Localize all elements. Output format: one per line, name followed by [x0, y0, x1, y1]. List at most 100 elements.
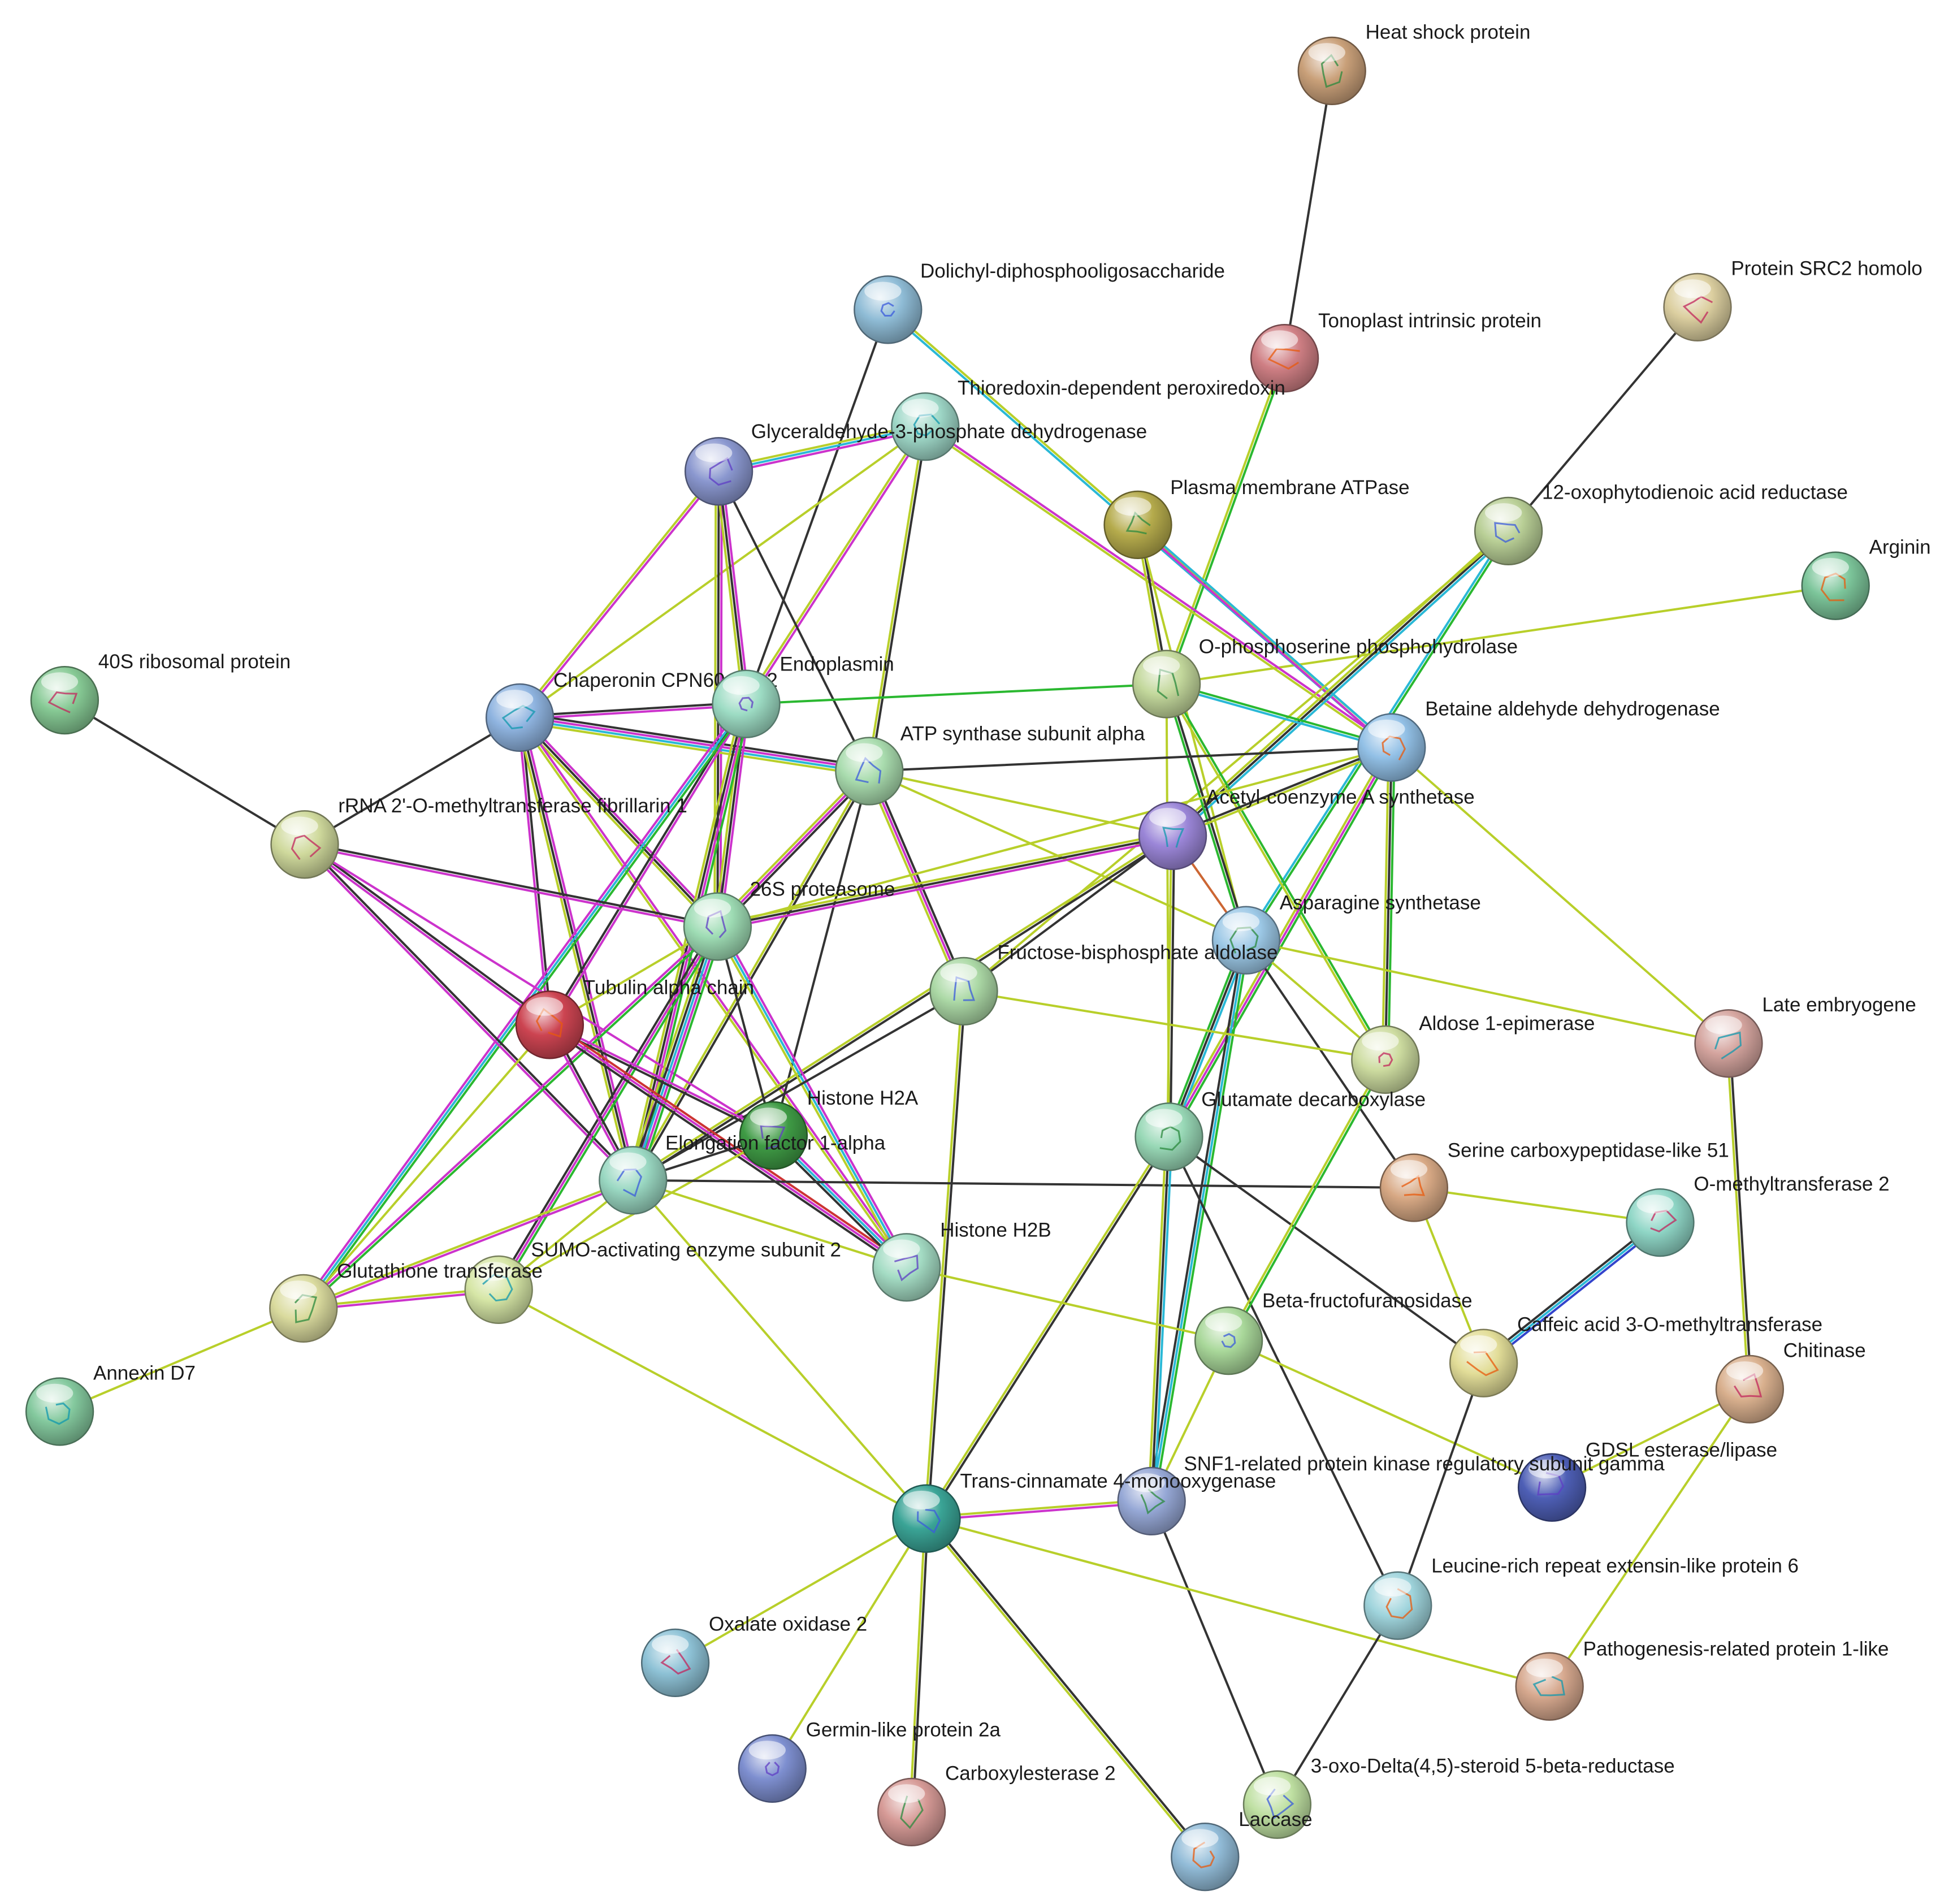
- node-opda[interactable]: 12-oxophytodienoic acid reductase: [1474, 482, 1848, 566]
- node-chitinase[interactable]: Chitinase: [1715, 1340, 1866, 1424]
- edge-asnsyn-gad: [1165, 938, 1250, 1139]
- node-h2b[interactable]: Histone H2B: [872, 1219, 1051, 1302]
- node-label: Betaine aldehyde dehydrogenase: [1425, 698, 1720, 720]
- node-lea[interactable]: Late embryogene: [1694, 994, 1916, 1078]
- node-endoplasmin[interactable]: Endoplasmin: [712, 653, 894, 738]
- node-label: Oxalate oxidase 2: [709, 1613, 867, 1635]
- edge-line: [1507, 306, 1699, 533]
- node-hsp[interactable]: Heat shock protein: [1297, 21, 1531, 106]
- edge-line: [1164, 683, 1385, 1062]
- node-snf1[interactable]: SNF1-related protein kinase regulatory s…: [1117, 1453, 1665, 1536]
- node-label: Histone H2B: [940, 1219, 1051, 1241]
- edge-line: [549, 1022, 776, 1136]
- edge-line: [1168, 1135, 1485, 1365]
- node-badh[interactable]: Betaine aldehyde dehydrogenase: [1357, 698, 1720, 782]
- node-atpsyn[interactable]: ATP synthase subunit alpha: [835, 722, 1145, 806]
- node-laccase[interactable]: Laccase: [1171, 1808, 1313, 1892]
- node-dolichyl[interactable]: Dolichyl-diphosphooligosaccharide: [854, 260, 1225, 344]
- node-rps40[interactable]: 40S ribosomal protein: [30, 651, 291, 735]
- node-gapdh[interactable]: Glyceraldehyde-3-phosphate dehydrogenase: [684, 421, 1147, 506]
- edge-line: [868, 746, 1393, 772]
- node-transcinn[interactable]: Trans-cinnamate 4-monooxygenase: [892, 1470, 1276, 1553]
- node-thioredoxin[interactable]: Thioredoxin-dependent peroxiredoxin: [891, 377, 1285, 461]
- node-asnsyn[interactable]: Asparagine synthetase: [1211, 892, 1481, 975]
- structure-glyph-icon: [765, 1762, 780, 1776]
- node-highlight: [1705, 1015, 1742, 1035]
- node-aldose[interactable]: Aldose 1-epimerase: [1351, 1012, 1595, 1094]
- edge-atpsyn-h2a: [772, 770, 871, 1137]
- node-tubulin[interactable]: Tubulin alpha chain: [515, 976, 754, 1059]
- edge-line: [714, 768, 869, 926]
- edge-line: [909, 1517, 926, 1814]
- edge-line: [865, 771, 963, 994]
- structure-glyph-icon: [1266, 1788, 1294, 1819]
- node-arginine[interactable]: Arginin: [1801, 536, 1931, 620]
- edge-line: [926, 1516, 1207, 1857]
- node-highlight: [846, 743, 883, 762]
- edge-line: [925, 1517, 1551, 1688]
- edge-atpsyn-fbp: [865, 768, 968, 994]
- node-label: O-phosphoserine phosphohydrolase: [1199, 635, 1518, 657]
- node-annexin[interactable]: Annexin D7: [25, 1362, 196, 1446]
- edge-line: [1482, 1221, 1661, 1365]
- edge-line: [634, 926, 722, 1183]
- edge-line: [1226, 1058, 1385, 1342]
- edge-fibrillarin-ef1a: [302, 842, 635, 1183]
- node-label: Chitinase: [1783, 1340, 1866, 1362]
- edge-line: [517, 716, 549, 1027]
- edge-line: [868, 770, 1174, 837]
- edge-ophospho-badh: [1164, 681, 1393, 750]
- node-label: Arginin: [1869, 536, 1931, 558]
- node-omt2[interactable]: O-methyltransferase 2: [1626, 1173, 1890, 1257]
- edge-fibrillarin-tubulin: [302, 842, 552, 1027]
- node-prp1[interactable]: Pathogenesis-related protein 1-like: [1515, 1638, 1889, 1721]
- edge-line: [1136, 525, 1392, 750]
- edge-aldose-betafruct: [1226, 1058, 1388, 1343]
- node-oxalate[interactable]: Oxalate oxidase 2: [640, 1613, 867, 1698]
- edge-line: [1228, 1059, 1388, 1343]
- edge-line: [302, 1023, 551, 1310]
- node-src2[interactable]: Protein SRC2 homolo: [1663, 258, 1922, 342]
- edge-line: [905, 1266, 1230, 1342]
- node-ef1a[interactable]: Elongation factor 1-alpha: [599, 1132, 886, 1215]
- node-highlight: [1726, 1361, 1764, 1381]
- edge-line: [550, 1021, 910, 1266]
- edge-pmatpase-badh: [1136, 522, 1394, 750]
- node-highlight: [1674, 279, 1711, 298]
- structure-glyph-icon: [917, 1509, 941, 1534]
- node-scpl51[interactable]: Serine carboxypeptidase-like 51: [1379, 1139, 1729, 1222]
- node-label: Plasma membrane ATPase: [1170, 477, 1409, 499]
- node-betafruct[interactable]: Beta-fructofuranosidase: [1194, 1290, 1473, 1375]
- node-ophospho[interactable]: O-phosphoserine phosphohydrolase: [1132, 635, 1518, 719]
- node-label: GDSL esterase/lipase: [1586, 1439, 1777, 1461]
- node-gst[interactable]: Glutathione transferase: [269, 1260, 543, 1343]
- edge-line: [1165, 938, 1245, 1137]
- edge-line: [1169, 834, 1176, 1138]
- node-sumo[interactable]: SUMO-activating enzyme subunit 2: [464, 1239, 841, 1325]
- node-h2a[interactable]: Histone H2A: [739, 1087, 919, 1170]
- edge-line: [743, 425, 925, 704]
- edge-ophospho-aldose: [1164, 682, 1388, 1062]
- node-tonoplast[interactable]: Tonoplast intrinsic protein: [1250, 310, 1541, 393]
- node-fibrillarin[interactable]: rRNA 2'-O-methyltransferase fibrillarin …: [270, 795, 687, 879]
- edge-line: [963, 834, 1174, 993]
- edge-line: [304, 842, 719, 927]
- node-highlight: [903, 1490, 940, 1510]
- node-lrx6[interactable]: Leucine-rich repeat extensin-like protei…: [1363, 1555, 1799, 1640]
- edge-line: [518, 704, 748, 720]
- node-gad[interactable]: Glutamate decarboxylase: [1134, 1088, 1426, 1171]
- edge-proteasome-h2b: [713, 924, 911, 1270]
- edge-line: [868, 770, 965, 993]
- node-proteasome[interactable]: 26S proteasome: [683, 878, 895, 961]
- node-carboxyl[interactable]: Carboxylesterase 2: [877, 1763, 1116, 1847]
- edge-line: [304, 843, 775, 1137]
- edge-line: [745, 683, 1168, 706]
- edge-line: [518, 721, 870, 777]
- node-pmatpase[interactable]: Plasma membrane ATPase: [1103, 477, 1410, 560]
- node-gdsl[interactable]: GDSL esterase/lipase: [1517, 1439, 1777, 1522]
- node-comt[interactable]: Caffeic acid 3-O-methyltransferase: [1449, 1313, 1822, 1397]
- node-oxodelta[interactable]: 3-oxo-Delta(4,5)-steroid 5-beta-reductas…: [1242, 1755, 1675, 1839]
- node-germin[interactable]: Germin-like protein 2a: [738, 1719, 1001, 1803]
- node-fbp[interactable]: Fructose-bisphosphate aldolase: [929, 942, 1278, 1026]
- node-acs[interactable]: Acetyl-coenzyme A synthetase: [1138, 786, 1475, 871]
